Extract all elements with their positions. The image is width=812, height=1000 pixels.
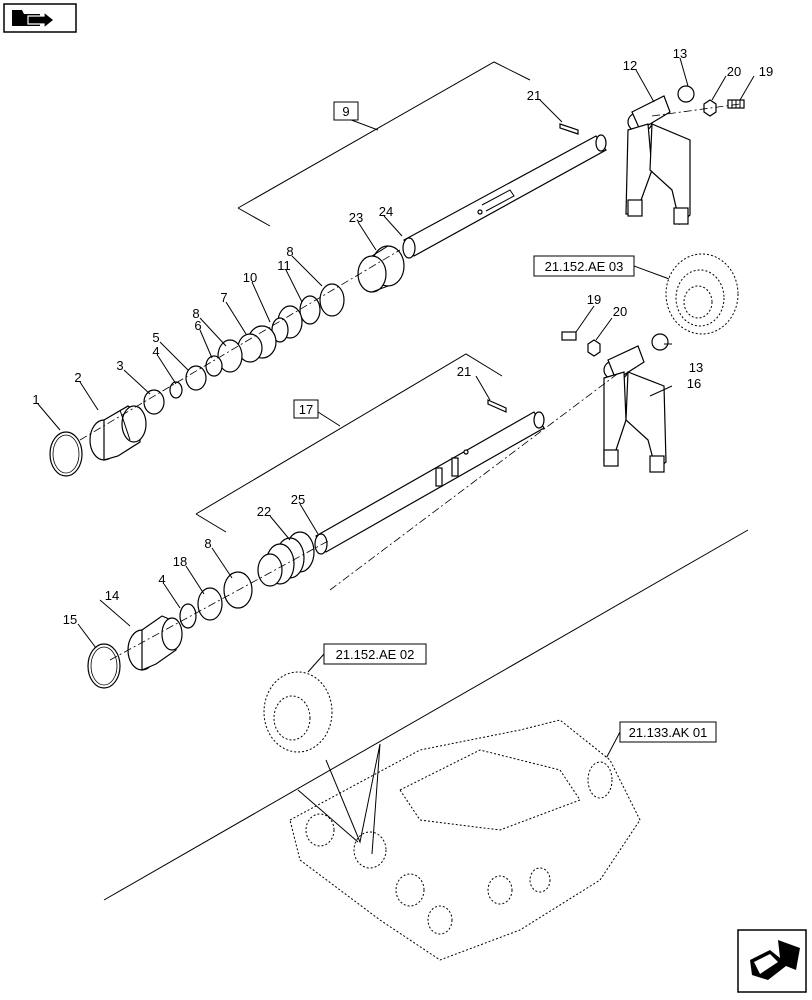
- shift-rod-lower: [314, 411, 545, 555]
- callout-22: 22: [257, 504, 271, 519]
- upper-seal-stack: [143, 283, 345, 415]
- shift-rod-upper: [402, 134, 607, 259]
- callout-16: 16: [687, 376, 701, 391]
- lower-seal-stack: [179, 571, 253, 629]
- callout-21-lower: 21: [457, 364, 471, 379]
- callout-19-upper: 19: [759, 64, 773, 79]
- nut-20-upper: [703, 99, 717, 117]
- book-arrow-icon[interactable]: [3, 3, 77, 33]
- assembly-9-box: 9: [333, 101, 359, 121]
- circlip-1: [49, 431, 83, 477]
- callout-14: 14: [105, 588, 119, 603]
- clutch-pack-ae02: [263, 671, 333, 753]
- callout-23: 23: [349, 210, 363, 225]
- nut-20-lower: [587, 339, 601, 357]
- callout-18: 18: [173, 554, 187, 569]
- callout-2: 2: [74, 370, 81, 385]
- callout-11: 11: [277, 258, 291, 273]
- bushing-23: [357, 245, 405, 293]
- transmission-housing: [289, 719, 641, 961]
- callout-21-upper: 21: [527, 88, 541, 103]
- assembly-17-box: 17: [293, 399, 319, 419]
- ref-ak01-box[interactable]: 21.133.AK 01: [619, 721, 717, 743]
- callout-24: 24: [379, 204, 393, 219]
- callout-12: 12: [623, 58, 637, 73]
- callout-4-upper: 4: [152, 344, 159, 359]
- circlip-15: [87, 643, 121, 689]
- assembly-9-label: 9: [342, 104, 349, 119]
- axis-lower-fork: [329, 371, 621, 591]
- axis-upper-stack: [79, 249, 401, 441]
- wedge-lines: [325, 743, 381, 855]
- callout-3: 3: [116, 358, 123, 373]
- callout-5: 5: [152, 330, 159, 345]
- separator-line: [103, 529, 749, 901]
- callout-25: 25: [291, 492, 305, 507]
- piston-14: [127, 615, 183, 671]
- callout-8-lower: 8: [204, 536, 211, 551]
- pad-13-upper: [677, 85, 695, 103]
- callout-6: 6: [194, 318, 201, 333]
- ref-ae03-label: 21.152.AE 03: [545, 259, 624, 274]
- pin-21-upper: [559, 123, 579, 135]
- callout-20-upper: 20: [727, 64, 741, 79]
- piston-2: [89, 405, 147, 461]
- axis-upper-fork: [651, 103, 741, 117]
- callout-7: 7: [220, 290, 227, 305]
- pad-13-lower: [651, 333, 669, 351]
- callout-leaders: [37, 57, 755, 649]
- screw-19-lower: [561, 331, 577, 341]
- ref-ae02-box[interactable]: 21.152.AE 02: [323, 643, 427, 665]
- callout-19-lower: 19: [587, 292, 601, 307]
- callout-20-lower: 20: [613, 304, 627, 319]
- pin-21-lower: [487, 399, 507, 413]
- callout-10: 10: [243, 270, 257, 285]
- ref-ae02-label: 21.152.AE 02: [336, 647, 415, 662]
- callout-13-upper: 13: [673, 46, 687, 61]
- callout-1: 1: [32, 392, 39, 407]
- assembly-17-label: 17: [299, 402, 313, 417]
- assembly-17-bracket: [195, 353, 503, 533]
- callout-8-top: 8: [286, 244, 293, 259]
- callout-4-lower: 4: [158, 572, 165, 587]
- ref-ak01-label: 21.133.AK 01: [629, 725, 708, 740]
- callout-labels: 1 2 3 4 5 6 7 8 10 11 8 23 24 21 12 13 2…: [32, 46, 773, 627]
- ref-ae03-box[interactable]: 21.152.AE 03: [533, 255, 635, 277]
- bellows-22: [257, 531, 315, 587]
- axis-lower-stack: [109, 539, 331, 661]
- callout-15: 15: [63, 612, 77, 627]
- callout-8-mid: 8: [192, 306, 199, 321]
- next-page-arrow-icon[interactable]: [737, 929, 807, 993]
- clutch-pack-ae03: [665, 253, 739, 335]
- shift-fork-upper: [625, 95, 691, 226]
- screw-19-upper: [727, 99, 745, 109]
- shift-fork-lower: [603, 345, 667, 473]
- callout-13-lower: 13: [689, 360, 703, 375]
